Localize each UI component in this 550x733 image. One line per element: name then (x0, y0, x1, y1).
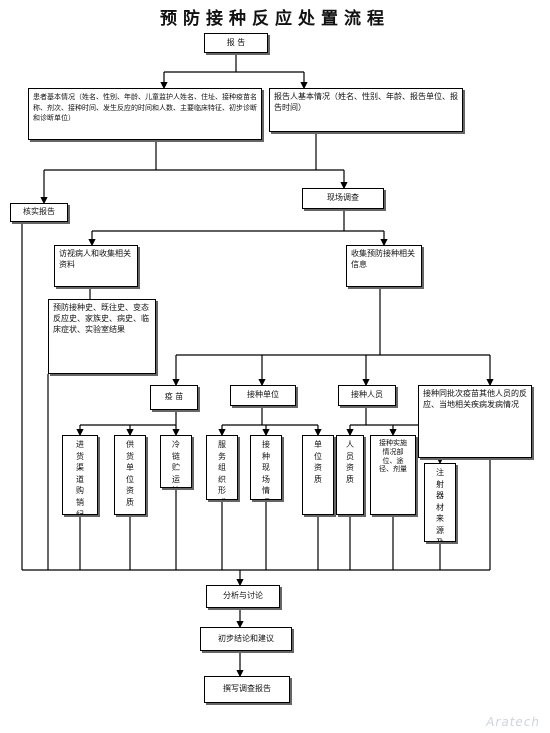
staff-qualification-box: 人员资质 (336, 435, 364, 515)
page-title: 预防接种反应处置流程 (160, 9, 390, 29)
supplier-qualification-label: 供货单位资质 (126, 440, 134, 507)
collect-vaccination-info-box: 收集预防接种相关信息 (346, 245, 422, 287)
practice-box: 接种实施情况部位、途径、剂量 (370, 435, 416, 515)
field-investigation-box: 现场调查 (302, 188, 384, 209)
patient-info-box: 患者基本情况（姓名、性别、年龄、儿童监护人姓名、住址、接种疫苗名称、剂次、接种时… (28, 88, 262, 140)
vaccinator-box: 接种人员 (338, 385, 396, 406)
purchase-channel-box: 进货渠道购销纪录 (62, 435, 98, 515)
purchase-channel-label: 进货渠道购销纪录 (76, 440, 84, 515)
syringe-box: 注射器材来源及操作 (424, 463, 456, 542)
verify-report-box: 核实报告 (10, 203, 68, 222)
history-box: 预防接种史、既往史、变态反应史、家族史、病史、临床症状、实验室结果 (48, 299, 156, 374)
site-conditions-label: 接种现场情况 (262, 440, 270, 499)
vaccination-unit-box: 接种单位 (230, 385, 296, 406)
staff-qualification-label: 人员资质 (346, 440, 354, 484)
cold-chain-label: 冷链贮运情况 (172, 440, 180, 487)
analysis-box: 分析与讨论 (206, 585, 280, 608)
vaccine-box: 疫 苗 (150, 385, 198, 410)
practice-label: 接种实施情况部位、途径、剂量 (379, 439, 407, 474)
unit-qualification-label: 单位资质 (314, 440, 322, 484)
reporter-info-box: 报告人基本情况（姓名、性别、年龄、报告单位、报告时间） (269, 88, 463, 132)
service-org-label: 服务组织形式 (218, 440, 226, 499)
service-org-box: 服务组织形式 (206, 435, 238, 500)
same-batch-box: 接种同批次疫苗其他人员的反应、当地相关疾病发病情况 (418, 385, 532, 458)
conclusion-box: 初步结论和建议 (200, 627, 292, 651)
watermark: Aratech (486, 715, 540, 729)
cold-chain-box: 冷链贮运情况 (160, 435, 192, 488)
write-report-box: 撰写调查报告 (204, 676, 290, 703)
site-conditions-box: 接种现场情况 (250, 435, 282, 500)
supplier-qualification-box: 供货单位资质 (114, 435, 146, 515)
visit-patients-box: 访视病人和收集相关资料 (54, 245, 138, 287)
report-box: 报 告 (204, 33, 268, 53)
unit-qualification-box: 单位资质 (302, 435, 334, 515)
syringe-label: 注射器材来源及操作 (436, 468, 444, 541)
